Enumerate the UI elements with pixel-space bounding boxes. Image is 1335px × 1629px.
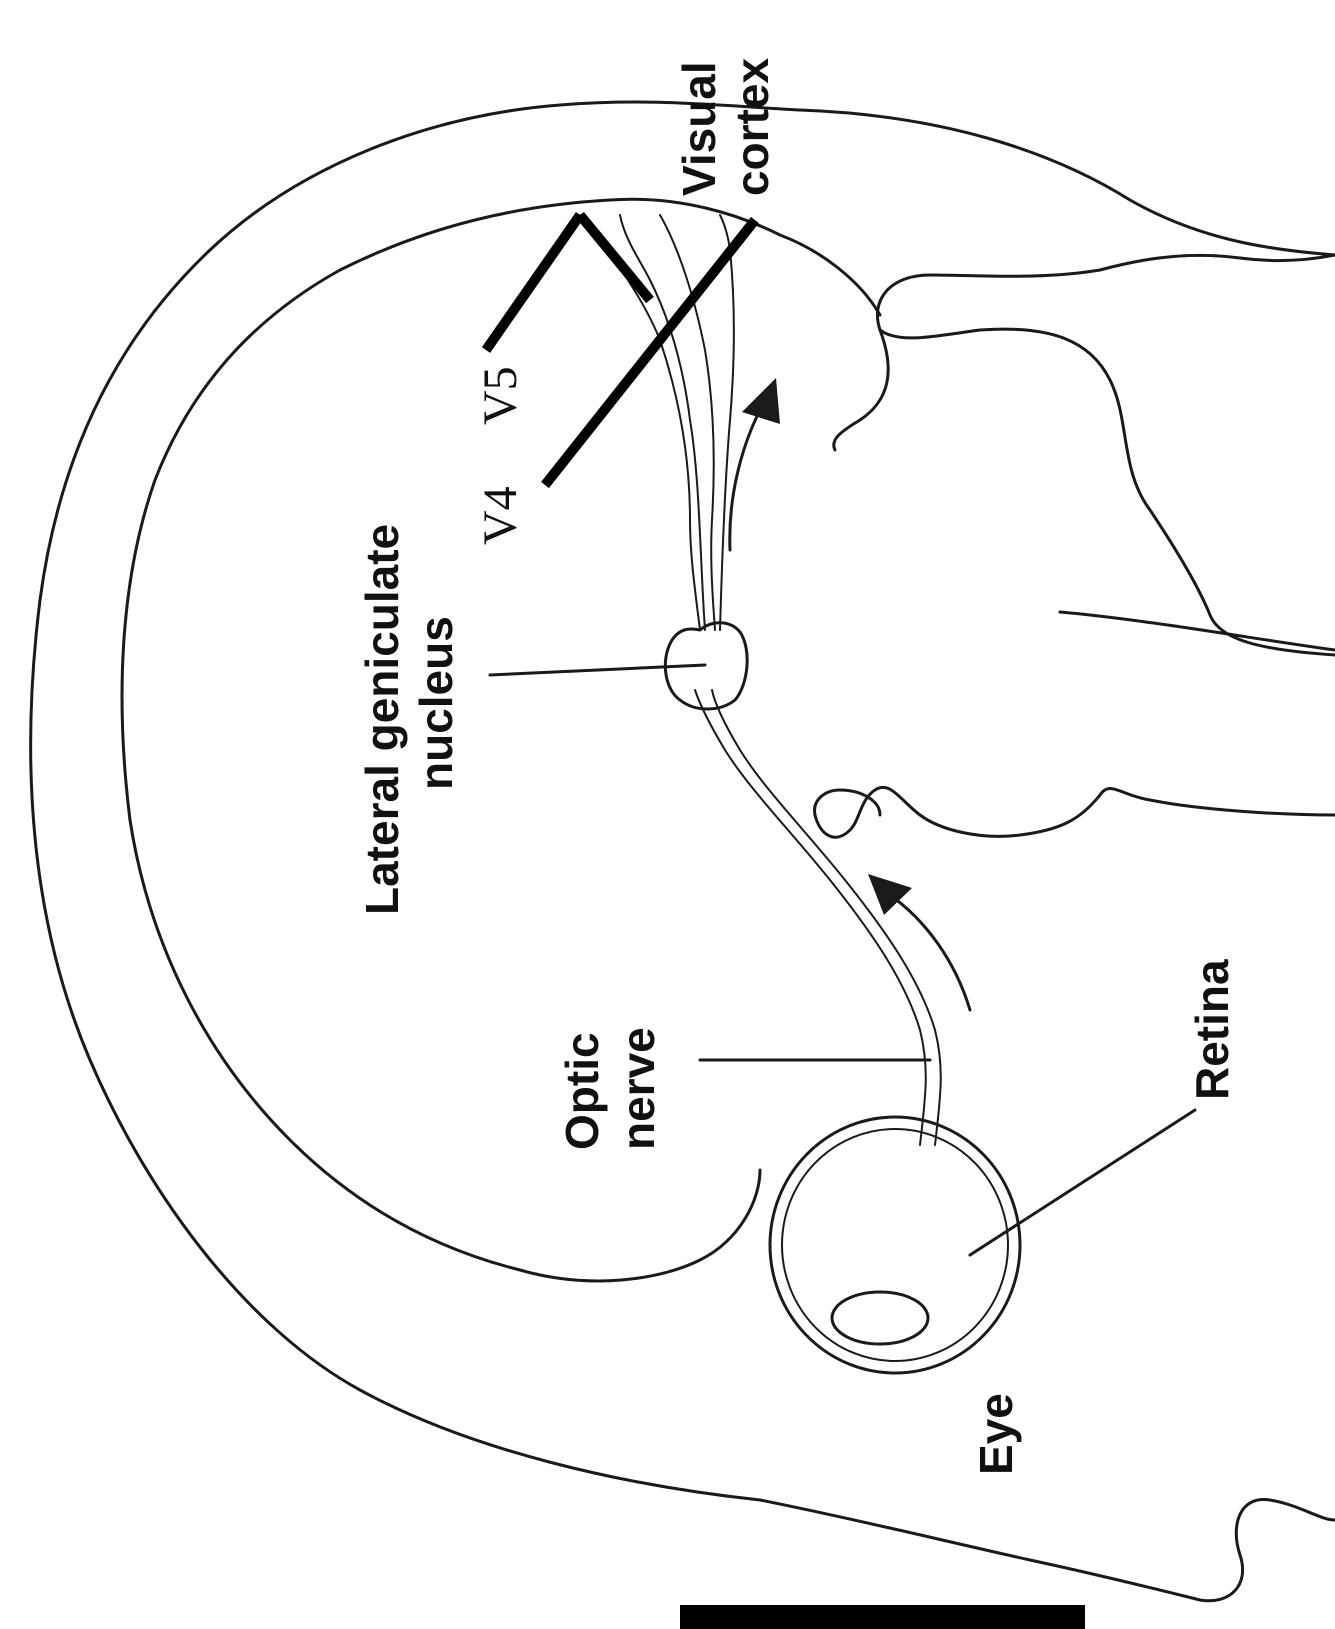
eye-lens <box>832 1292 928 1344</box>
optic-nerve <box>695 690 926 1145</box>
eye-globe-inner <box>782 1129 1008 1361</box>
visual-cortex-label-line1: Visual <box>673 61 725 196</box>
leader-lgn <box>490 665 705 675</box>
cerebellum-outline <box>834 255 1335 450</box>
eye-label: Eye <box>970 1393 1022 1475</box>
arrow-lower <box>890 895 970 1010</box>
arrow-upper-head <box>742 378 780 424</box>
retina-label: Retina <box>1186 959 1238 1100</box>
bottom-bar <box>680 1605 1085 1629</box>
v4-label: V4 <box>474 486 527 545</box>
v4-pointer <box>545 220 755 485</box>
lgn-label-line1: Lateral geniculate <box>356 524 408 915</box>
optic-nerve-label-line2: nerve <box>612 1027 664 1150</box>
arrow-upper <box>730 410 760 550</box>
head-outline <box>31 102 1335 1601</box>
v5-pointer-fan <box>580 215 650 300</box>
eye-globe <box>770 1117 1020 1373</box>
optic-nerve-inner <box>712 690 941 1145</box>
v5-label: V5 <box>474 366 527 425</box>
v5-pointer <box>486 215 580 350</box>
lgn-label-line2: nucleus <box>410 616 462 790</box>
brain-outline <box>122 199 1335 1281</box>
optic-nerve-label-line1: Optic <box>556 1032 608 1150</box>
brainstem-outline <box>815 329 1335 837</box>
visual-cortex-label-line2: cortex <box>726 58 778 196</box>
